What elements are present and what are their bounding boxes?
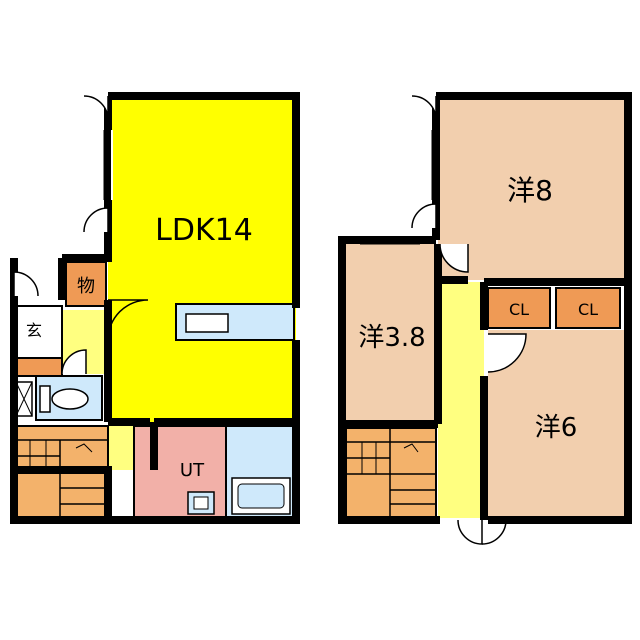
utility-label: UT: [180, 460, 205, 481]
closet-1: [487, 287, 551, 329]
entrance-step: [13, 357, 63, 377]
door-swing-icon: [411, 95, 527, 545]
window-icon: [103, 130, 113, 200]
western-6-label: 洋6: [535, 413, 578, 443]
floor-1-wall-west: [10, 258, 108, 524]
western-room-38: [344, 244, 436, 424]
sink-icon: [187, 491, 215, 515]
closet-2-label: CL: [578, 300, 598, 319]
window-icon: [360, 130, 600, 521]
stairs-icon: [345, 427, 437, 519]
western-38-label: 洋3.8: [358, 323, 425, 353]
toilet-icon: [39, 385, 89, 413]
closet-1-label: CL: [509, 300, 529, 319]
kitchen-counter-icon: [175, 303, 295, 341]
bathtub-icon: [231, 477, 291, 515]
floor-1-wall-left: [62, 96, 112, 262]
closet-2: [555, 287, 621, 329]
storage-label: 物: [77, 276, 95, 297]
ldk-label: LDK14: [155, 213, 253, 248]
entrance-label: 玄: [26, 321, 42, 340]
upper-corridor: [438, 282, 484, 518]
western-room-8: [438, 96, 624, 280]
ldk-room: [108, 96, 296, 422]
floor-2-wall-left: [338, 236, 440, 524]
floor-2: 洋8 洋3.8 CL CL 洋6: [338, 92, 632, 545]
door-swing-icon: [13, 95, 149, 375]
floor-1-outer-wall: [108, 92, 300, 308]
floor-1: 物 玄 UT: [10, 92, 300, 524]
entrance: [13, 305, 63, 363]
floor-1-wall-bottom-left: [14, 466, 134, 524]
shelf-icon: [15, 381, 33, 417]
western-8-label: 洋8: [507, 174, 553, 207]
floor-1-wall-right-lower: [134, 340, 300, 524]
